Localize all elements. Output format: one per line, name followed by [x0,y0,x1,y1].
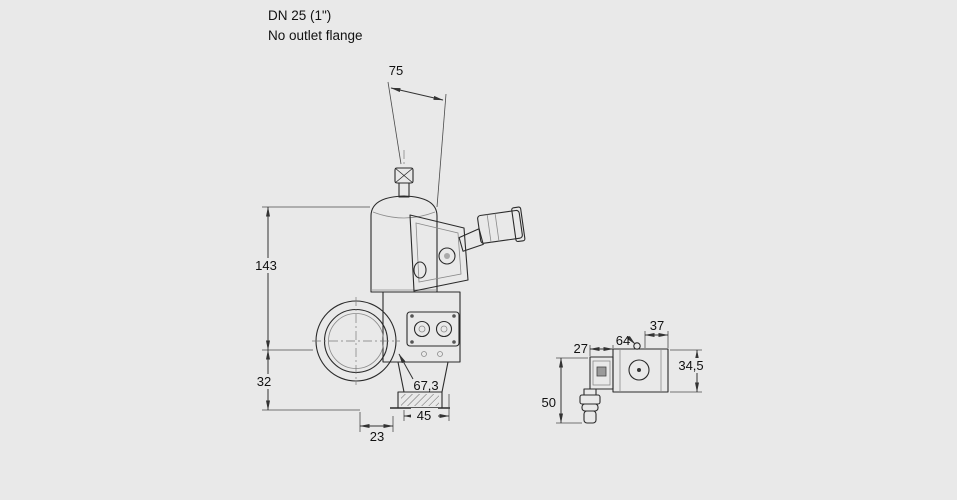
port-right [435,320,453,338]
dim-label-50: 50 [542,395,556,410]
port-plate [406,311,460,357]
plate-screw-3 [410,340,414,344]
connector-socket [596,366,607,377]
dim-label-23: 23 [370,429,384,444]
plate-screw-1 [410,314,414,318]
ext-line [387,81,402,165]
coil-end-cap [511,206,526,243]
dim-label-32: 32 [257,374,271,389]
label-mask [411,408,438,423]
cover-button [438,247,456,265]
leader-line [398,353,414,380]
title-block: DN 25 (1") No outlet flange [268,8,363,43]
actuator-top-seam [372,211,436,219]
knob-cap [394,167,414,184]
cover-plate [409,214,469,292]
dimension-height-143: 143 [251,206,370,351]
connector-housing [589,356,614,390]
knob-cross-2 [394,167,414,184]
side-view-dimensions: 37 64 27 34,5 50 [542,318,708,424]
cable-gland [579,388,601,424]
dimension-diagonal-67-3: 67,3 [398,353,439,393]
sight-glass [413,261,427,279]
dimension-side-64: 64 [616,333,636,348]
gland-tip [583,410,597,424]
dim-label-64: 64 [616,333,630,348]
solenoid-coil [458,206,526,252]
dimension-width-23: 23 [359,412,394,444]
plate-screw-2 [452,314,456,318]
label-mask [675,358,708,373]
plate-screw-4 [452,340,456,344]
side-connector [589,356,614,390]
adjustment-knob [394,167,414,198]
valve-side-view [579,342,669,424]
dim-label-37: 37 [650,318,664,333]
leader-line [626,335,636,345]
dim-label-75: 75 [389,63,403,78]
dim-label-27: 27 [574,341,588,356]
label-mask [251,258,281,273]
dimension-height-32: 32 [250,349,360,411]
side-top-screw [633,342,641,350]
actuator-dome [370,195,438,293]
foot-hatch [401,394,439,406]
body-screw-2 [437,351,443,357]
port-plate-face [406,311,460,347]
front-view-dimensions: 75 143 32 23 4 [250,63,450,444]
dim-label-143: 143 [255,258,277,273]
ext-line [436,93,447,208]
drawing-title: DN 25 (1") [268,8,331,23]
cover-plate-face [409,214,469,292]
port-right-center [440,325,448,333]
port-left-center [418,325,426,333]
body-screw-1 [421,351,427,357]
side-coil-circle [628,359,650,381]
inlet-flange [312,297,400,385]
side-coil-center-dot [637,368,641,372]
dimension-side-34-5: 34,5 [670,349,708,393]
dim-label-34-5: 34,5 [678,358,703,373]
dimension-width-45: 45 [403,394,450,423]
coil-rib-1 [486,214,492,243]
dimension-side-27: 27 [574,341,614,356]
dimension-side-50: 50 [542,357,588,424]
label-mask [250,374,279,389]
actuator-housing [370,195,438,293]
dim-line [390,87,444,101]
dimension-side-37: 37 [644,318,669,348]
dim-label-45: 45 [417,408,431,423]
dimension-top-width: 75 [387,63,447,208]
port-left [413,320,431,338]
dim-label-67-3: 67,3 [413,378,438,393]
drawing-subtitle: No outlet flange [268,28,363,43]
connector-face [592,360,611,386]
coil-stub [458,228,484,252]
coil-body [477,209,523,244]
coil-rib-2 [494,213,500,242]
cover-button-center [444,253,450,259]
